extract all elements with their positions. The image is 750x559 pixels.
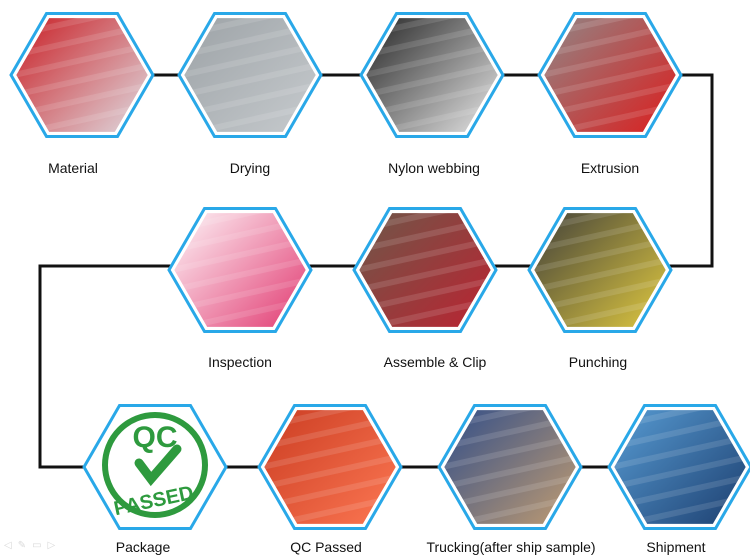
step-trucking — [437, 404, 583, 530]
extrusion-photo — [544, 17, 676, 133]
step-material — [9, 12, 155, 138]
step-label-package: Package — [115, 539, 171, 555]
cargo-ship-photo — [614, 409, 746, 525]
hex-border — [352, 207, 498, 333]
checkmark-icon — [134, 444, 182, 487]
hex-border — [82, 404, 228, 530]
step-punching — [527, 207, 673, 333]
step-label-trucking: Trucking(after ship sample) — [426, 539, 596, 555]
step-extrusion — [537, 12, 683, 138]
step-inspection — [167, 207, 313, 333]
step-label-nylon-webbing: Nylon webbing — [388, 160, 480, 176]
hex-border — [607, 404, 750, 530]
edit-icon: ✎ — [17, 540, 27, 551]
plastic-pellets-photo — [16, 17, 148, 133]
step-label-qc-passed: QC Passed — [290, 539, 362, 555]
step-label-material: Material — [48, 160, 98, 176]
hex-border — [257, 404, 403, 530]
punching-machine-photo — [534, 212, 666, 328]
step-shipment — [607, 404, 750, 530]
webbing-roll-photo — [366, 17, 498, 133]
step-drying — [177, 12, 323, 138]
hex-border — [527, 207, 673, 333]
step-label-punching: Punching — [568, 354, 628, 370]
step-label-extrusion: Extrusion — [580, 160, 640, 176]
player-controls: ◁ ✎ ▭ ▷ — [4, 540, 55, 551]
truck-loading-photo — [444, 409, 576, 525]
prev-icon: ◁ — [4, 540, 12, 551]
assembly-photo — [359, 212, 491, 328]
step-label-assemble-clip: Assemble & Clip — [383, 354, 487, 370]
orange-cords-photo — [264, 409, 396, 525]
hex-border — [9, 12, 155, 138]
stamp-qc-text: QC — [133, 421, 178, 454]
hex-border — [177, 12, 323, 138]
leashes-photo — [174, 212, 306, 328]
step-nylon-webbing — [359, 12, 505, 138]
drying-machine-photo — [184, 17, 316, 133]
hex-border — [359, 12, 505, 138]
step-qc-passed — [257, 404, 403, 530]
step-assemble-clip — [352, 207, 498, 333]
step-label-shipment: Shipment — [646, 539, 706, 555]
next-icon: ▷ — [47, 540, 56, 551]
step-label-inspection: Inspection — [208, 354, 272, 370]
hex-border — [167, 207, 313, 333]
hex-border — [537, 12, 683, 138]
hex-border — [437, 404, 583, 530]
step-label-drying: Drying — [229, 160, 271, 176]
menu-icon: ▭ — [32, 540, 42, 551]
